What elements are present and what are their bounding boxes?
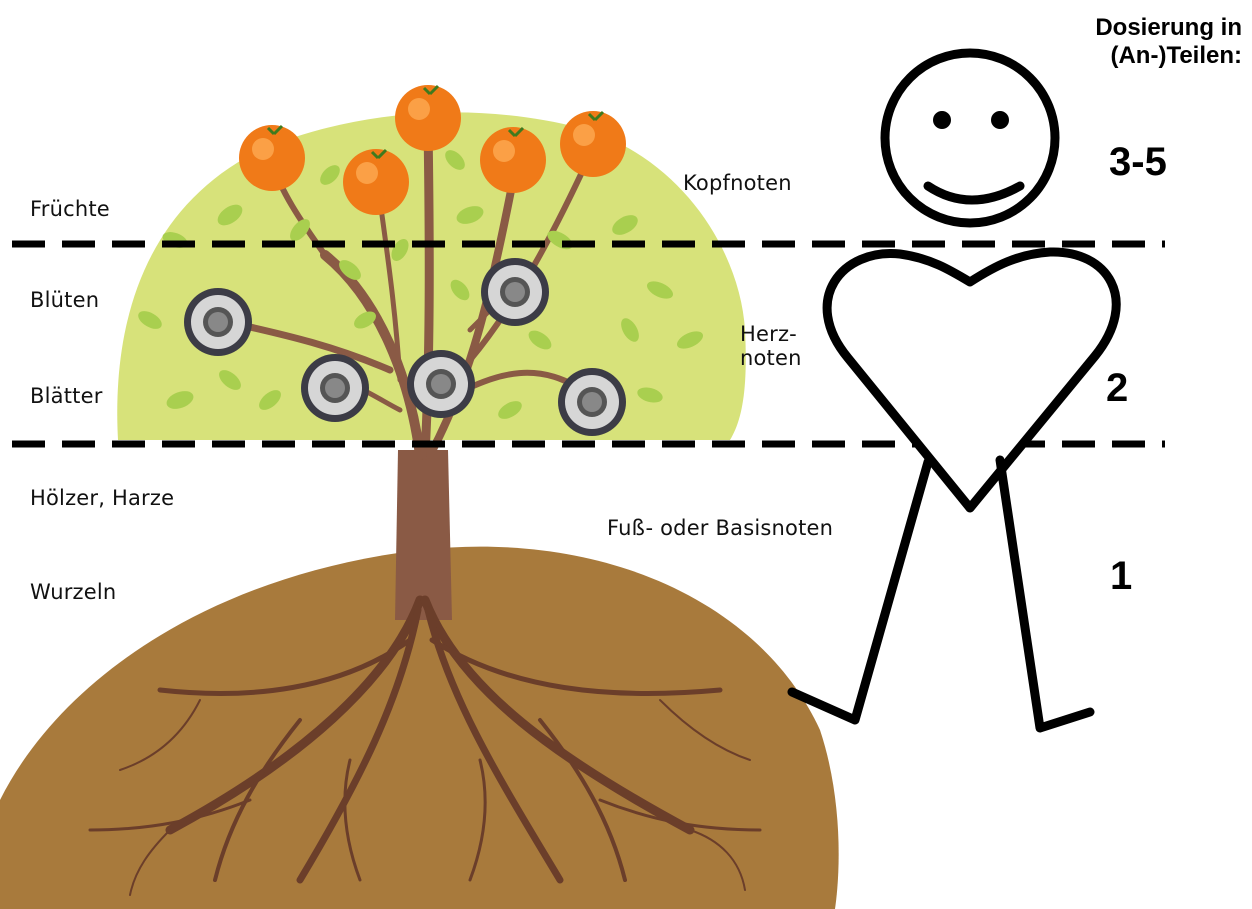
label-heart-notes: Herz- noten — [740, 322, 802, 370]
label-blossoms: Blüten — [30, 288, 99, 312]
figure-heart-body — [827, 252, 1116, 508]
dosage-top: 3-5 — [1109, 140, 1167, 185]
label-fruits: Früchte — [30, 197, 110, 221]
figure-eye-right — [994, 114, 1006, 126]
blossom — [301, 354, 369, 422]
dosage-heart: 2 — [1106, 366, 1128, 411]
figure-eye-left — [936, 114, 948, 126]
blossom — [558, 368, 626, 436]
figure-leg-left — [792, 462, 928, 720]
label-roots: Wurzeln — [30, 580, 116, 604]
label-heart-notes-line1: Herz- — [740, 322, 802, 346]
orange — [395, 85, 461, 151]
label-base-notes: Fuß- oder Basisnoten — [607, 516, 833, 540]
blossom — [184, 288, 252, 356]
dosage-title-line2: (An-)Teilen: — [1095, 42, 1242, 70]
blossom — [481, 258, 549, 326]
label-top-notes: Kopfnoten — [683, 171, 792, 195]
label-woods-resins: Hölzer, Harze — [30, 486, 174, 510]
dosage-base: 1 — [1110, 554, 1132, 599]
dosage-title: Dosierung in (An-)Teilen: — [1095, 14, 1242, 70]
orange — [343, 149, 409, 215]
orange — [480, 127, 546, 193]
blossom — [407, 350, 475, 418]
label-leaves: Blätter — [30, 384, 103, 408]
orange — [239, 125, 305, 191]
orange — [560, 111, 626, 177]
tree-trunk — [395, 450, 452, 620]
stick-figure — [792, 53, 1116, 728]
label-heart-notes-line2: noten — [740, 346, 802, 370]
dosage-title-line1: Dosierung in — [1095, 14, 1242, 42]
figure-leg-right — [1000, 460, 1090, 728]
